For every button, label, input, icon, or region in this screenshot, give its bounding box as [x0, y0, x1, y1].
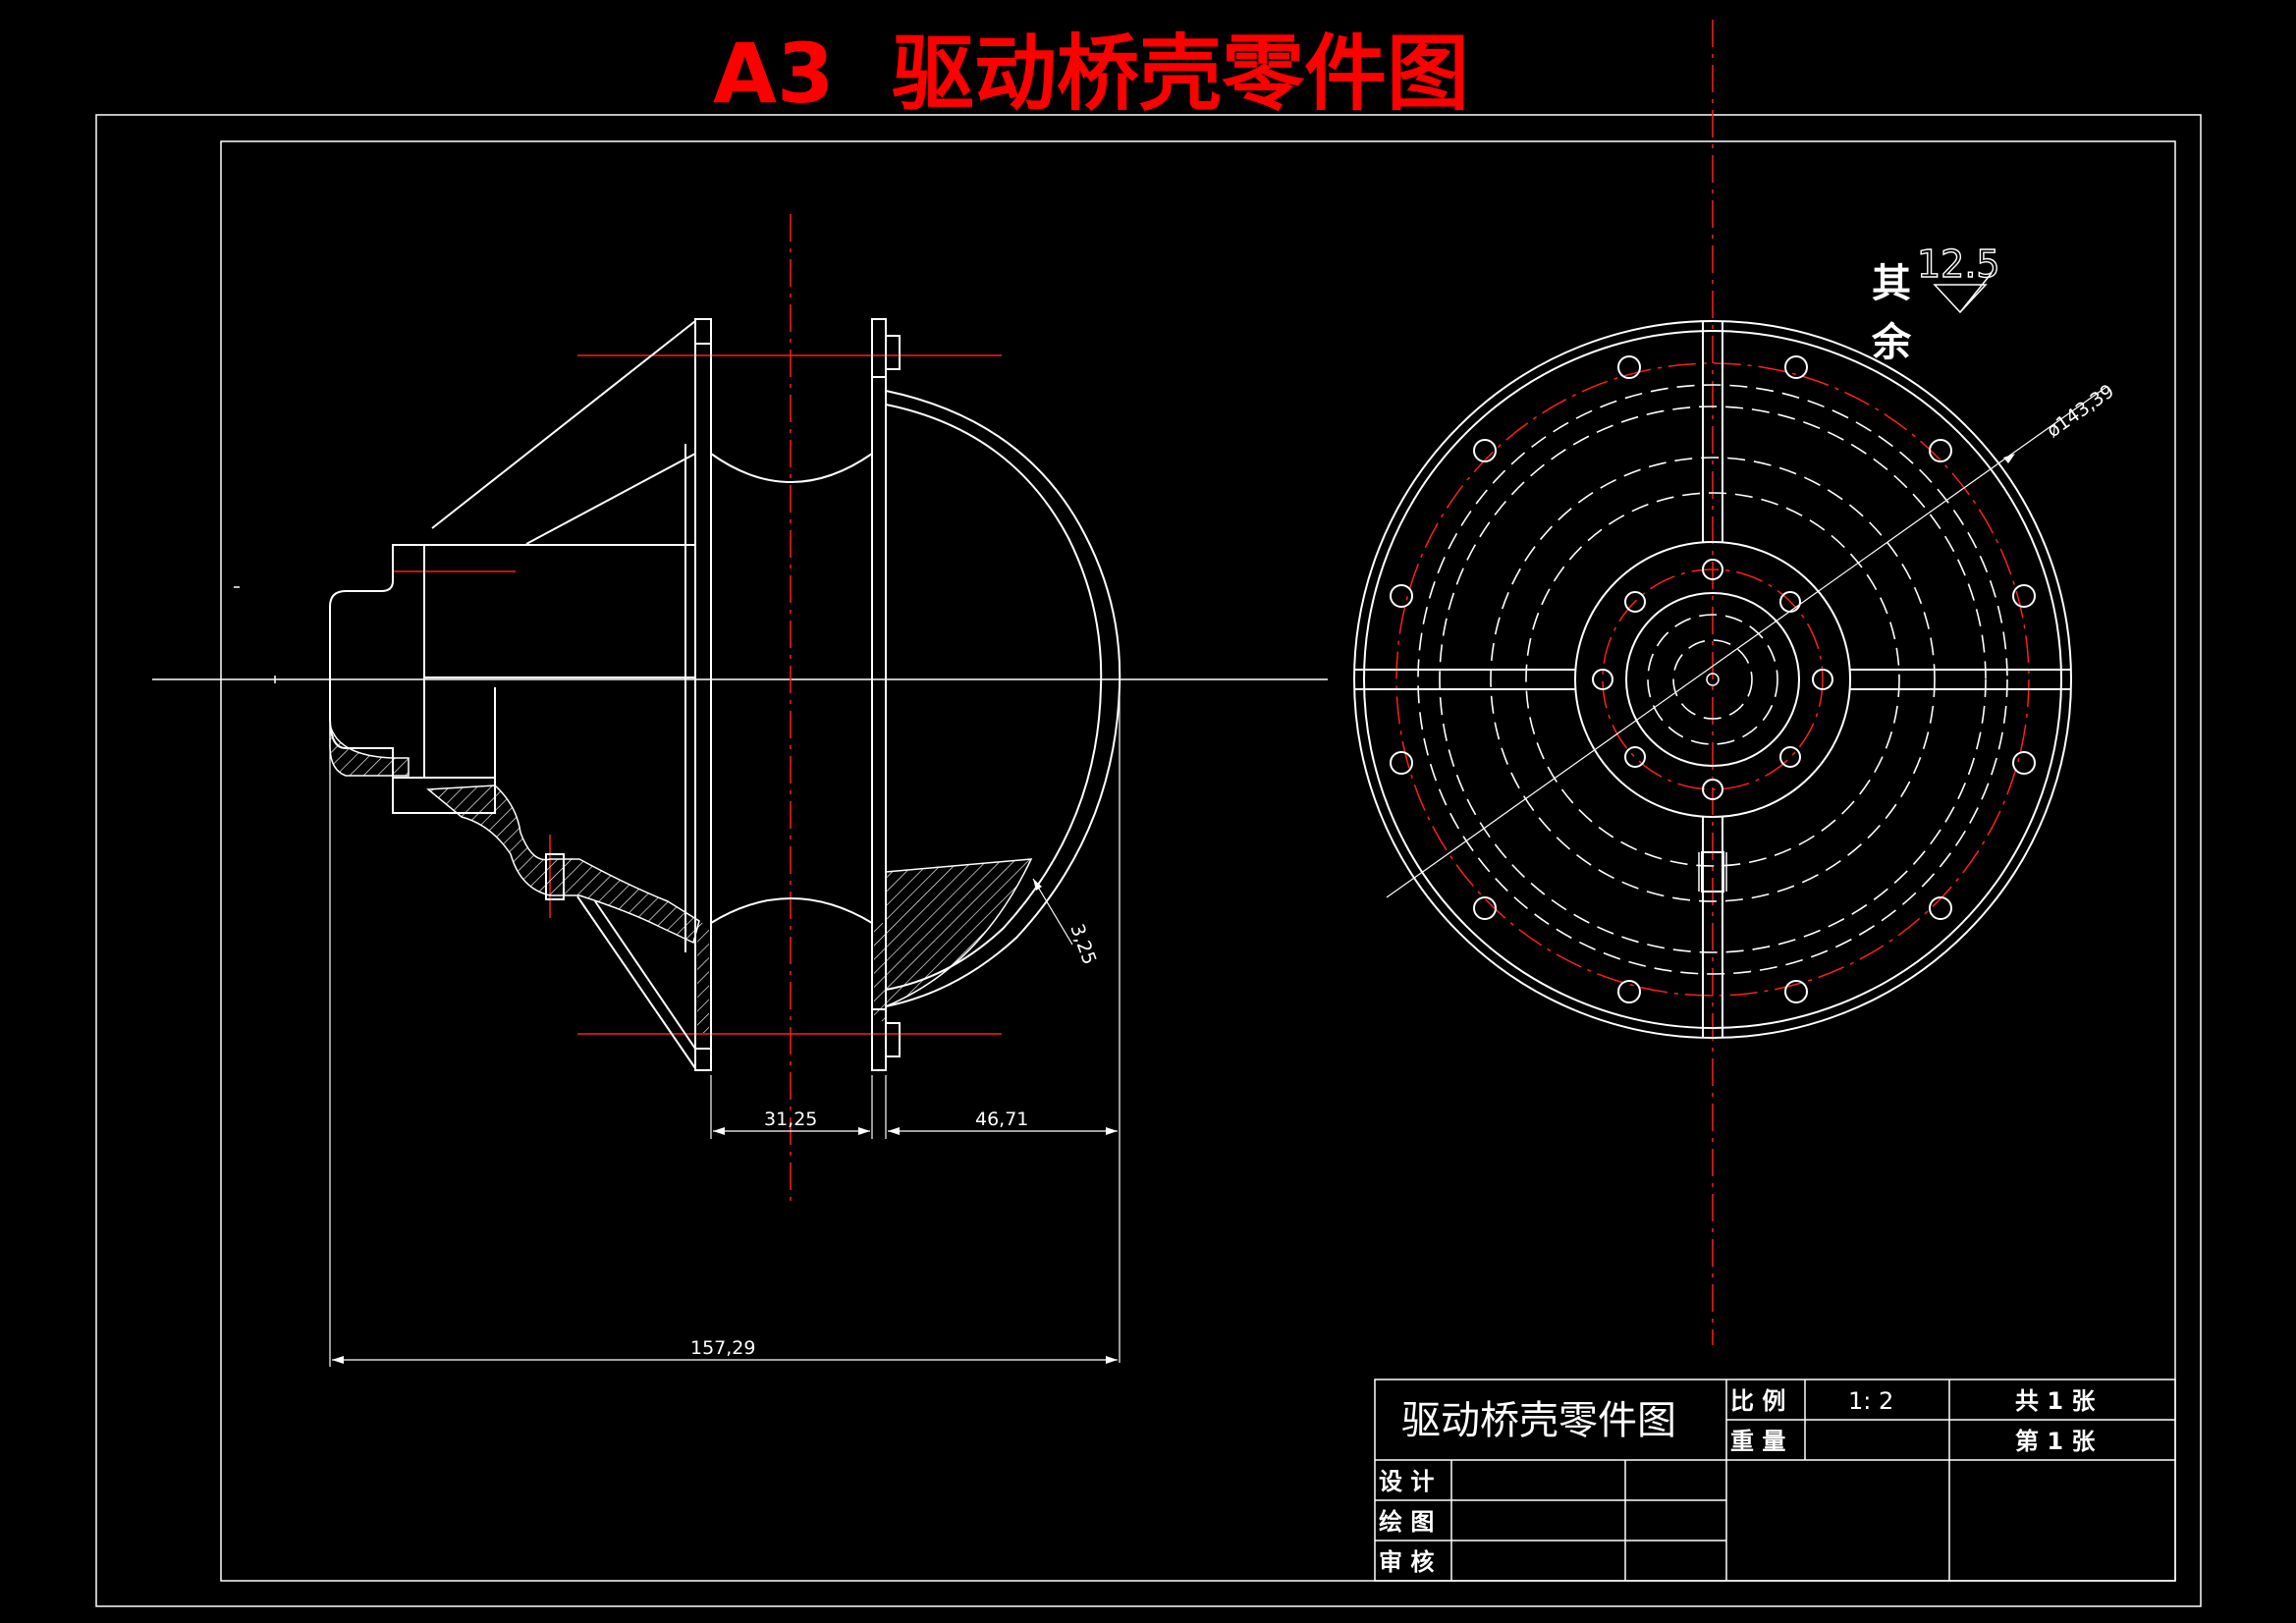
roughness-symbol-icon [1933, 272, 1993, 314]
outer-bolt-holes [1390, 355, 2036, 1003]
left-flange-plate [694, 318, 712, 1071]
outer-frame [95, 114, 2202, 1607]
roughness-label-line1: 其 [1872, 261, 1911, 306]
roughness-value: 12.5 [1917, 243, 2000, 286]
sheet-number: 第 1 张 [2015, 1428, 2096, 1455]
inner-frame [220, 140, 2176, 1582]
sheet-title: A3 驱动桥壳零件图 [713, 26, 1469, 122]
dim-diameter: ø143,39 [2043, 380, 2118, 442]
bolt-circle [1395, 362, 2030, 997]
flange-hatch-lower-left [697, 923, 709, 1033]
inner-bolt-holes [1592, 559, 1833, 800]
bowl-inner-contour [885, 404, 1103, 991]
right-flange-plate [871, 318, 887, 1071]
bowl-wall-hatch [885, 858, 1033, 1008]
weight-label: 重 量 [1730, 1428, 1785, 1455]
scale-value: 1: 2 [1848, 1387, 1893, 1415]
flange-hatch-lower-right [874, 923, 886, 1021]
dim-bowl-depth: 46,71 [975, 1109, 1028, 1130]
title-block: 驱动桥壳零件图 比 例 1: 2 重 量 共 1 张 第 1 张 设 计 绘 图… [1374, 1379, 2176, 1582]
dim-flange-width: 31,25 [764, 1109, 817, 1130]
review-label: 审 核 [1379, 1548, 1434, 1576]
dim-total-length: 157,29 [690, 1337, 755, 1359]
inner-bolt-circle [1602, 568, 1824, 790]
hub-section-hatch [329, 724, 410, 777]
scale-label: 比 例 [1730, 1387, 1785, 1415]
sheets-total: 共 1 张 [2015, 1387, 2096, 1415]
section-view [152, 214, 1328, 1208]
dim-wall-thickness: 3,25 [1066, 921, 1100, 967]
hub-outer-contour [329, 544, 695, 678]
title-block-part-name: 驱动桥壳零件图 [1401, 1398, 1676, 1443]
outer-flange-circle [1353, 320, 2072, 1039]
end-view: ø143,39 其 余 12.5 [1353, 20, 2118, 1345]
design-label: 设 计 [1379, 1468, 1434, 1495]
draw-label: 绘 图 [1379, 1508, 1434, 1536]
roughness-label-line2: 余 [1871, 320, 1912, 365]
